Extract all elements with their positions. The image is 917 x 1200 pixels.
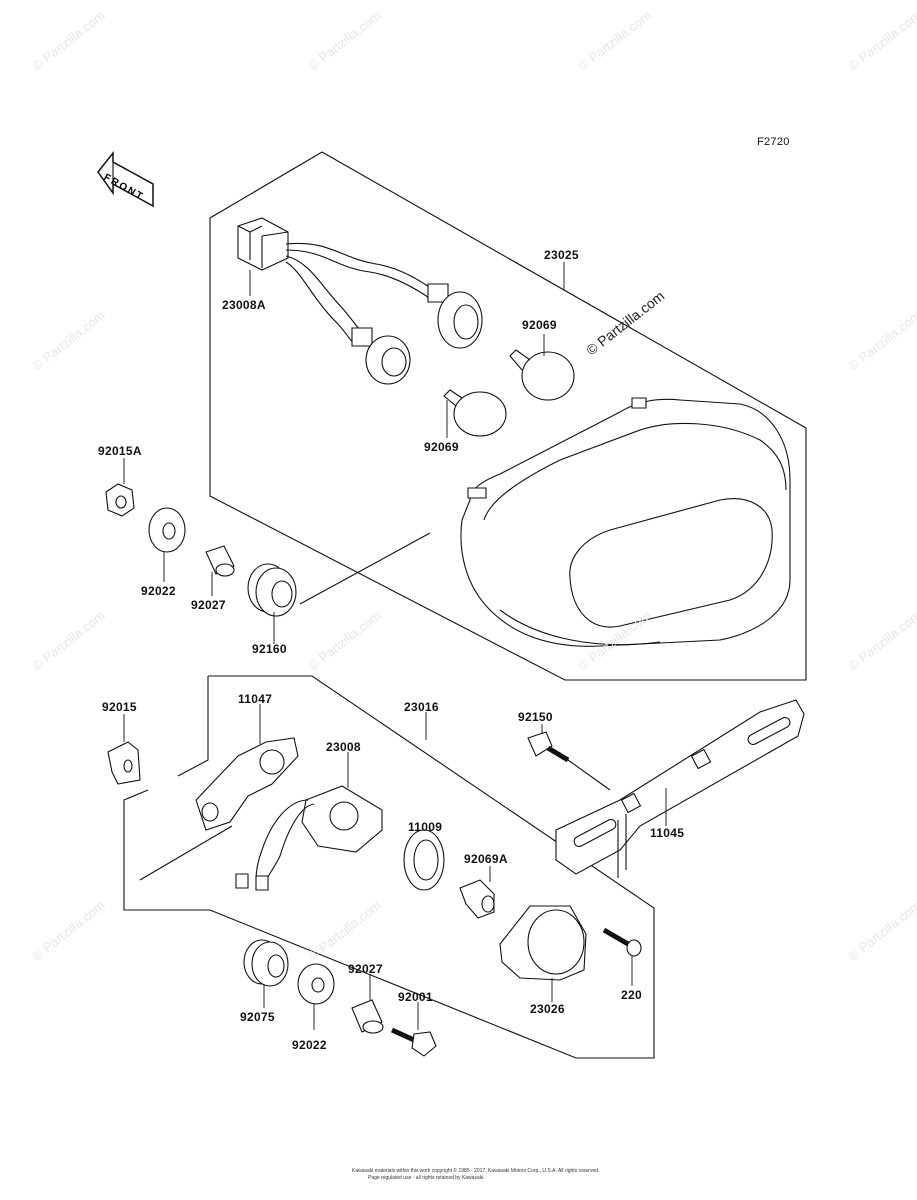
part-label-11045: 11045 <box>650 826 685 840</box>
grommet-92160 <box>248 564 296 616</box>
grommet-92075 <box>244 940 288 986</box>
lens-23026 <box>500 906 586 980</box>
washer-92022-upper <box>149 508 185 552</box>
part-label-92150: 92150 <box>518 710 553 724</box>
front-arrow-icon <box>98 153 153 206</box>
gasket-11009 <box>404 830 444 890</box>
collar-92027-upper <box>206 546 234 576</box>
tail-lamp-housing <box>461 398 790 646</box>
part-label-23008a: 23008A <box>222 298 266 312</box>
assembly-outline-23025 <box>210 152 806 680</box>
copyright-line-2: Page regulated use - all rights retained… <box>368 1175 485 1181</box>
part-label-23026: 23026 <box>530 1002 565 1016</box>
leader-lines <box>124 262 666 1030</box>
diagram-code: F2720 <box>757 136 790 148</box>
bulb-92069-bottom <box>444 390 506 436</box>
part-label-92022-lower: 92022 <box>292 1038 327 1052</box>
part-label-11009: 11009 <box>408 820 443 834</box>
part-label-92022-upper: 92022 <box>141 584 176 598</box>
license-lamp-23008 <box>236 786 382 890</box>
bracket-11045 <box>556 700 804 878</box>
part-label-11047: 11047 <box>238 692 273 706</box>
part-label-92027-upper: 92027 <box>191 598 226 612</box>
part-label-92069-top: 92069 <box>522 318 557 332</box>
bracket-11047 <box>196 738 298 830</box>
bolt-92001 <box>392 1030 436 1056</box>
part-label-23008: 23008 <box>326 740 361 754</box>
part-label-92015a: 92015A <box>98 444 142 458</box>
copyright-line: Kawasaki materials within this work copy… <box>352 1168 600 1174</box>
part-label-92075: 92075 <box>240 1010 275 1024</box>
part-label-92160: 92160 <box>252 642 287 656</box>
clip-92015 <box>108 742 140 784</box>
part-label-92027-lower: 92027 <box>348 962 383 976</box>
part-label-92001: 92001 <box>398 990 433 1004</box>
wire-harness-23008a <box>238 218 482 384</box>
part-label-23025: 23025 <box>544 248 579 262</box>
part-label-92015: 92015 <box>102 700 137 714</box>
part-label-220: 220 <box>621 988 642 1002</box>
screw-220 <box>604 930 641 956</box>
bulb-92069a <box>460 880 494 918</box>
part-label-92069a: 92069A <box>464 852 508 866</box>
washer-92022-lower <box>298 964 334 1004</box>
bolt-92150 <box>528 732 610 790</box>
bulb-92069-top <box>510 350 574 400</box>
collar-92027-lower <box>352 1000 383 1033</box>
part-label-23016: 23016 <box>404 700 439 714</box>
nut-92015a <box>106 484 134 516</box>
part-label-92069-bottom: 92069 <box>424 440 459 454</box>
